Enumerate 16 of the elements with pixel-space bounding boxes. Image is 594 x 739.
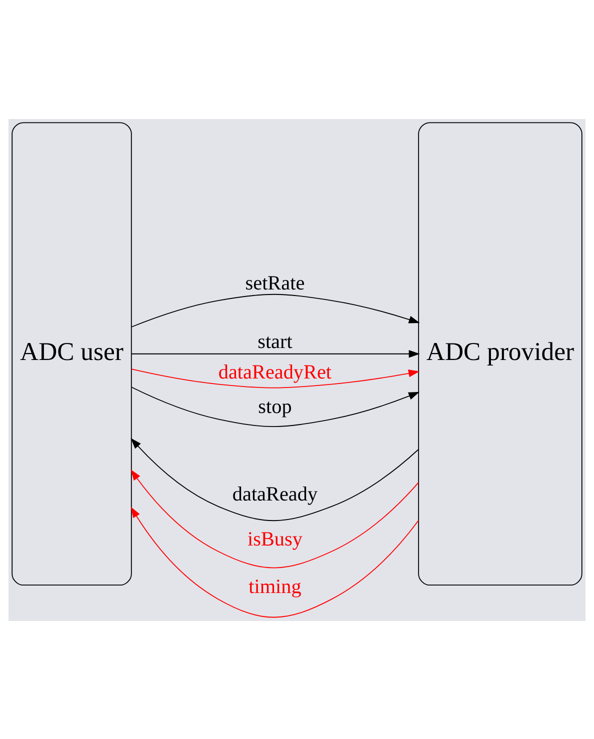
edge-label: dataReadyRet xyxy=(218,360,332,383)
edge-label: isBusy xyxy=(248,528,302,550)
node-box: ADC provider xyxy=(418,122,582,586)
arrow xyxy=(131,368,420,388)
arrow xyxy=(130,468,420,568)
edge-label: timing xyxy=(248,575,302,598)
node-box: ADC user xyxy=(12,122,132,586)
arrow xyxy=(130,506,420,618)
edge-label: dataReady xyxy=(232,482,318,505)
edge-label: stop xyxy=(258,396,292,418)
arrow xyxy=(131,350,420,358)
arrow xyxy=(130,437,419,521)
arrow xyxy=(131,293,420,327)
edge-label: start xyxy=(258,330,292,353)
edge-label: setRate xyxy=(245,272,305,294)
arrow xyxy=(131,386,420,427)
